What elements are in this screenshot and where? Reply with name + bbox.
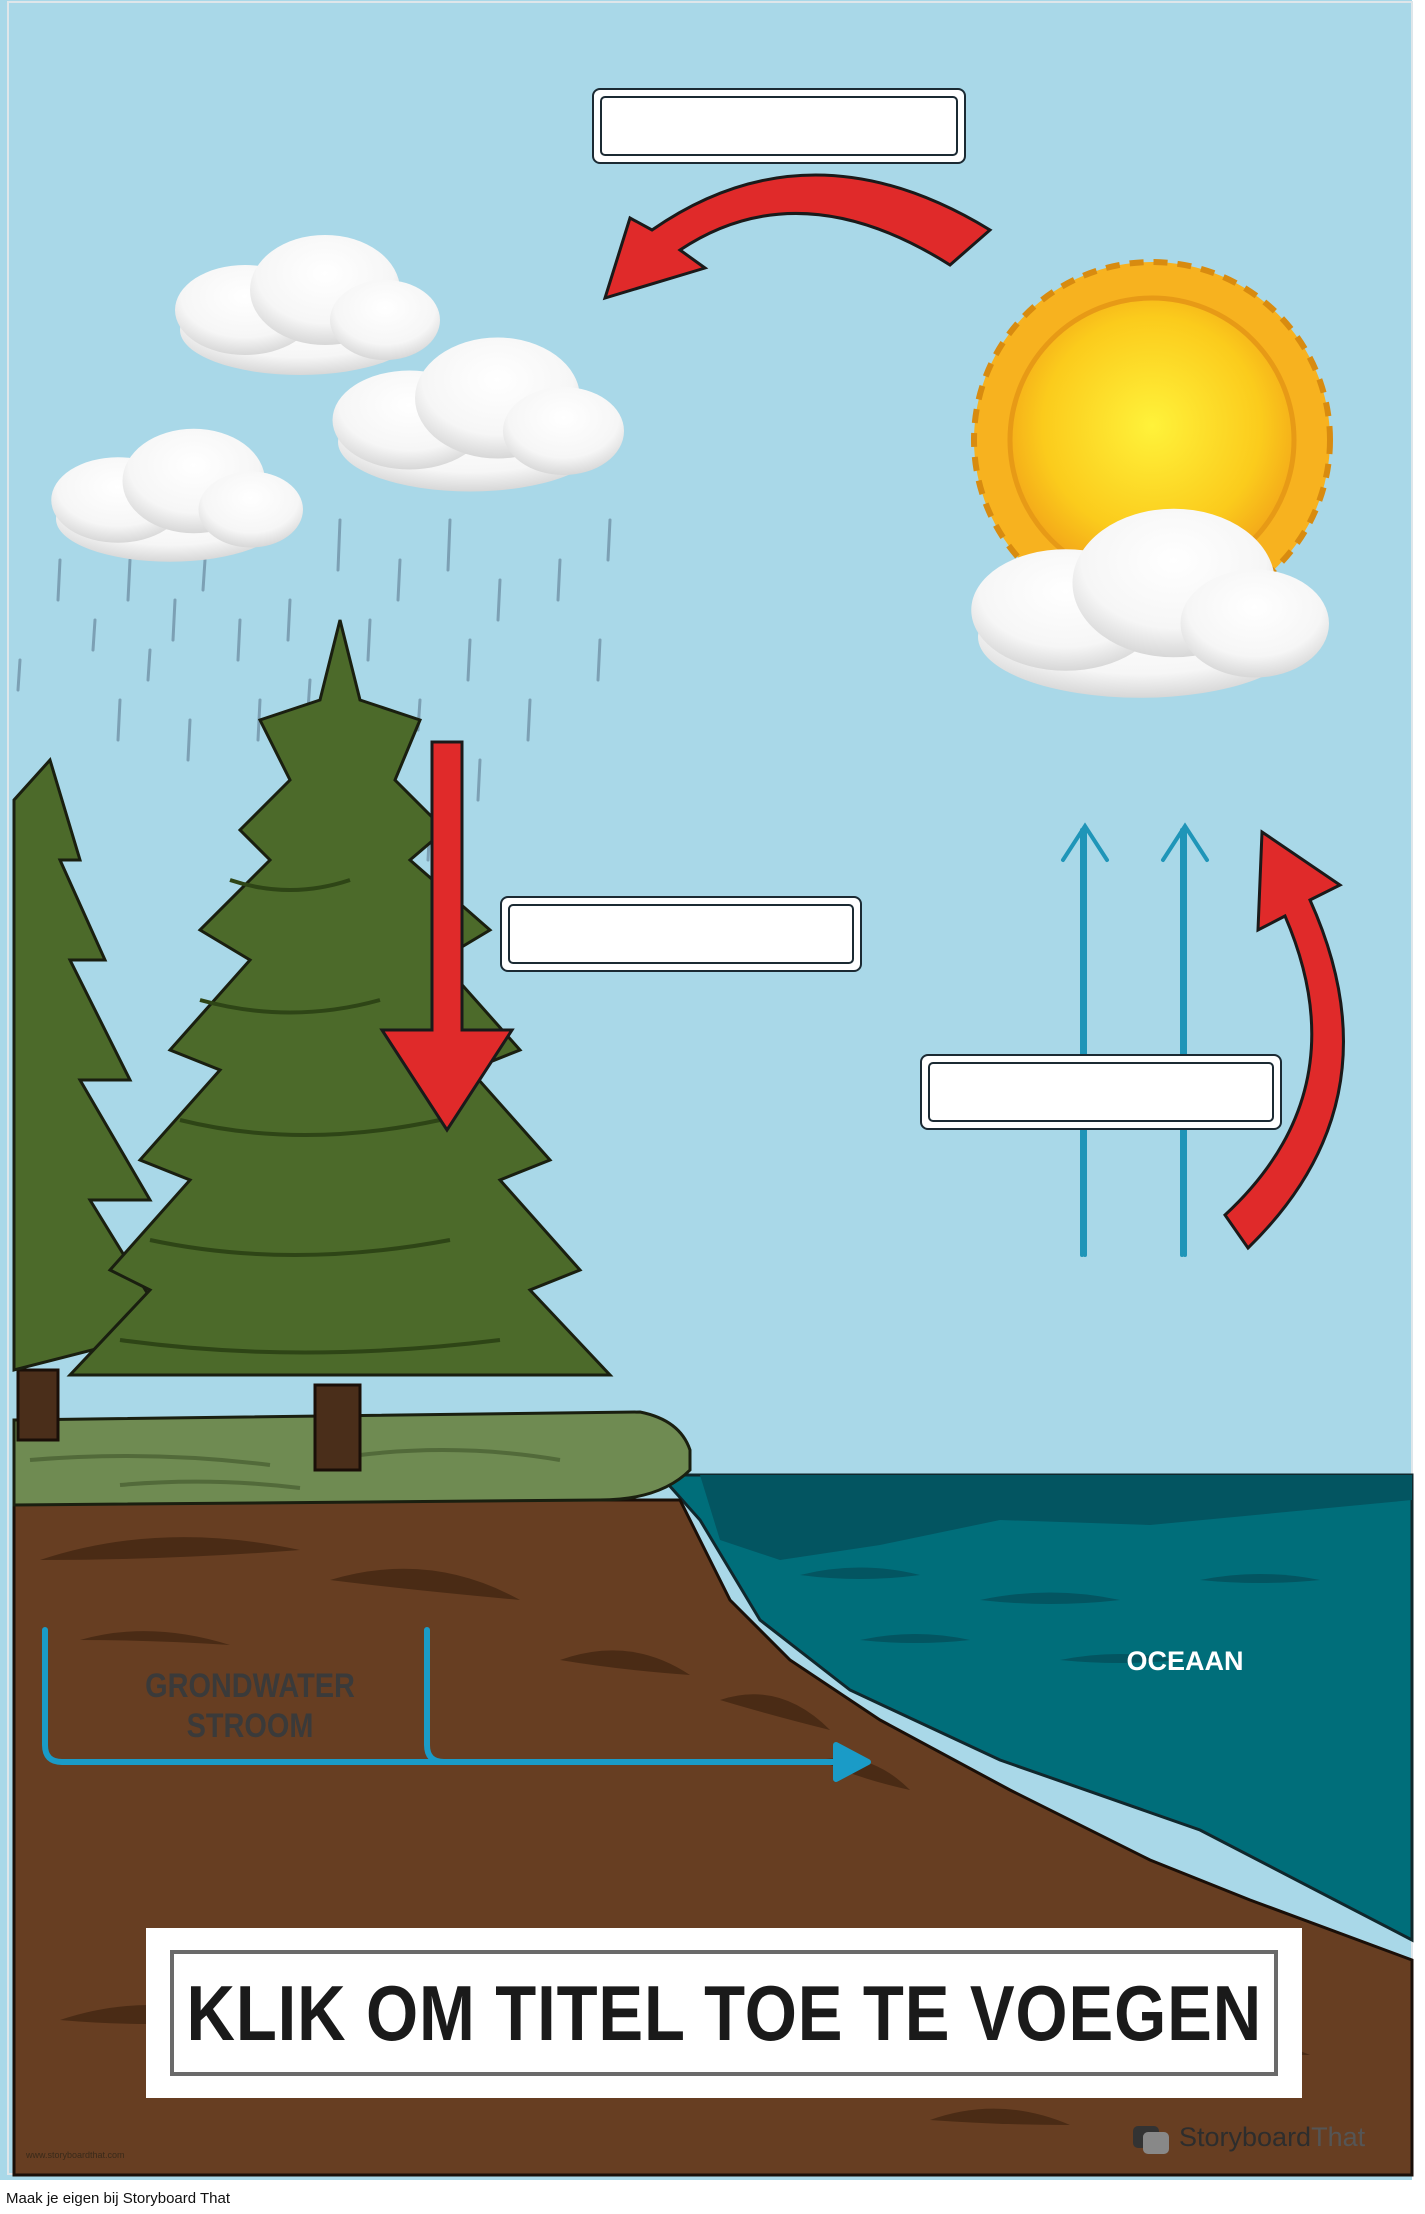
- condensation-arrow: [602, 173, 993, 301]
- condensation-label-input[interactable]: [600, 96, 958, 156]
- precipitation-label-box: [500, 896, 862, 972]
- groundwater-flow-arrow: [42, 1627, 871, 1782]
- precipitation-arrow: [379, 740, 515, 1133]
- storyboardthat-brand[interactable]: StoryboardThat: [1133, 2122, 1365, 2153]
- precipitation-label-input[interactable]: [508, 904, 854, 964]
- vapor-arrows: [1061, 822, 1209, 1257]
- title-frame[interactable]: KLIK OM TITEL TOE TE VOEGEN: [170, 1950, 1278, 2076]
- tree-icon: [66, 619, 614, 1472]
- condensation-label-box: [592, 88, 966, 164]
- wave-marks: [800, 1567, 1320, 1663]
- brand-name-part1: Storyboard: [1179, 2122, 1312, 2152]
- small-url: www.storyboardthat.com: [26, 2150, 125, 2160]
- poster-title: KLIK OM TITEL TOE TE VOEGEN: [186, 1968, 1262, 2057]
- tree-icon: [12, 757, 173, 1442]
- footer-credit-link[interactable]: Maak je eigen bij Storyboard That: [6, 2190, 231, 2207]
- storyboardthat-logo-icon: [1133, 2126, 1169, 2154]
- title-box: KLIK OM TITEL TOE TE VOEGEN: [146, 1928, 1302, 2098]
- brand-name: StoryboardThat: [1179, 2122, 1365, 2153]
- groundwater-label-line1: GRONDWATER: [145, 1667, 355, 1705]
- ocean: [656, 1473, 1414, 1943]
- evaporation-arrow: [1223, 829, 1345, 1251]
- groundwater-label: GRONDWATER STROOM: [140, 1666, 361, 1746]
- groundwater-label-line2: STROOM: [186, 1707, 314, 1745]
- ocean-shade: [700, 1475, 1412, 1560]
- ocean-label: OCEAAN: [1126, 1646, 1244, 1676]
- evaporation-label-box: [920, 1054, 1282, 1130]
- evaporation-label-input[interactable]: [928, 1062, 1274, 1122]
- brand-name-part2: That: [1311, 2122, 1366, 2152]
